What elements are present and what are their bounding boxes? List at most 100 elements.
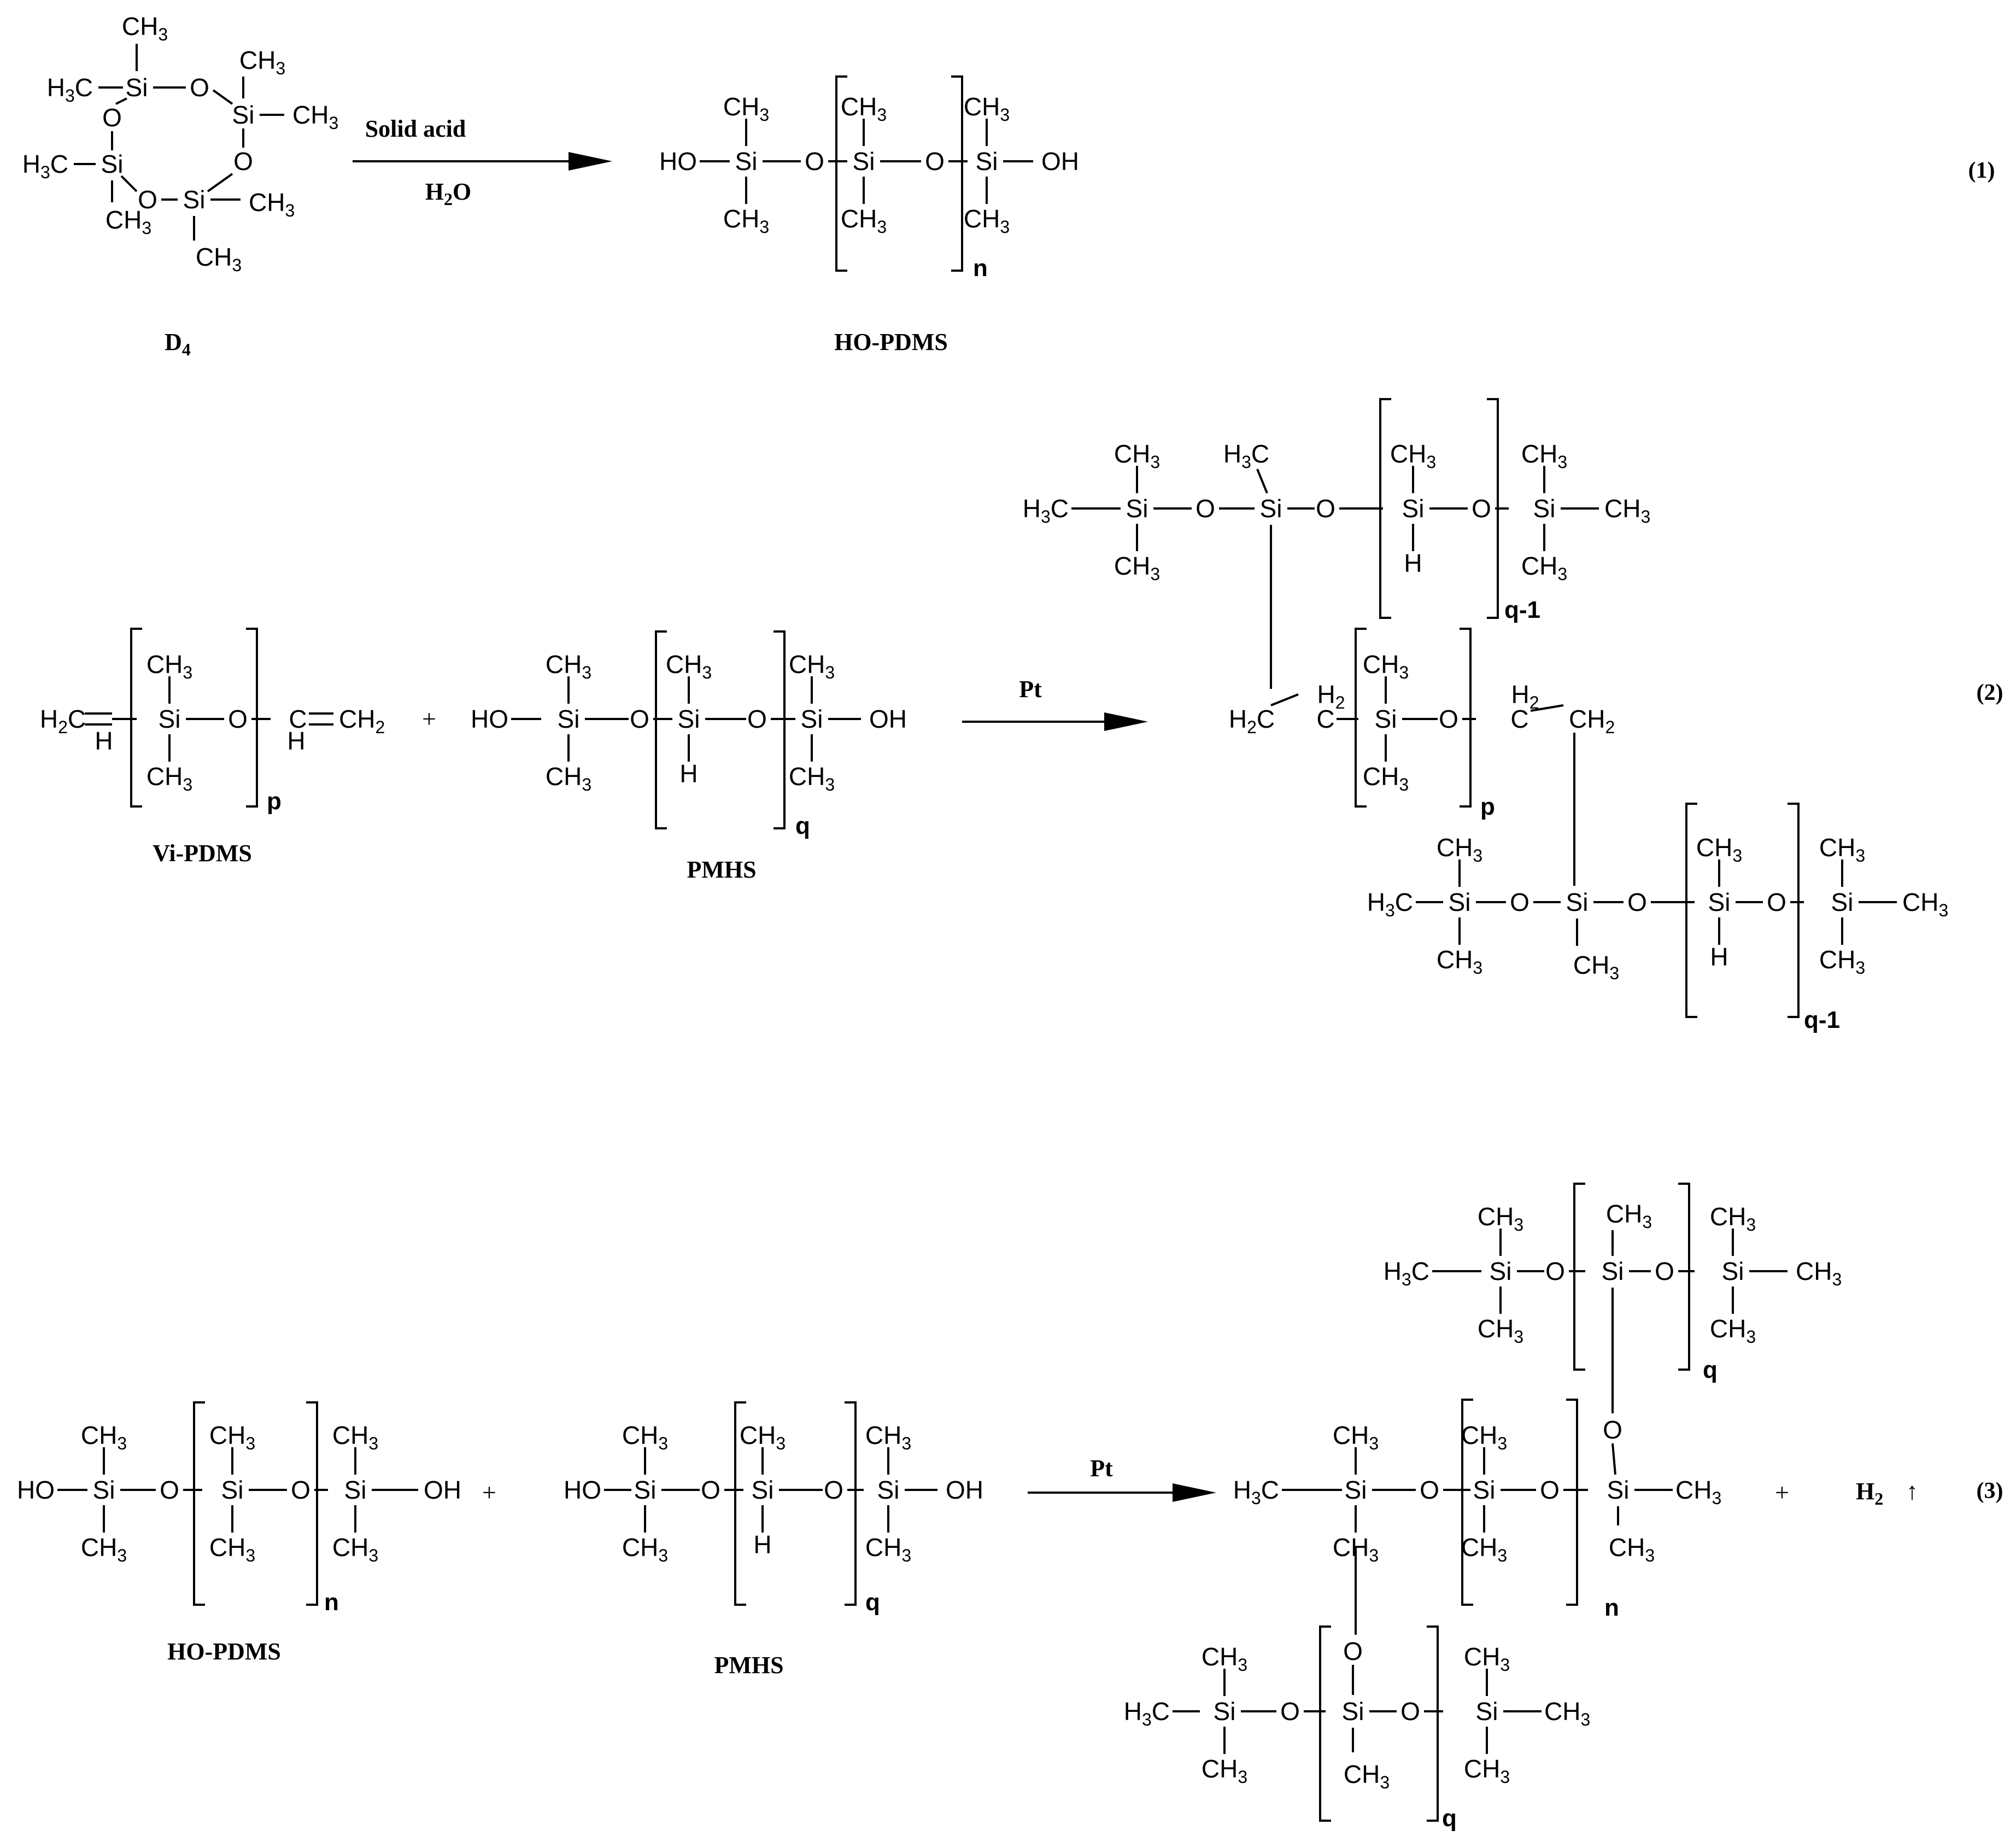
reaction-number-3: (3)	[1977, 1478, 2003, 1504]
hydroxyl-group: HO	[564, 1476, 601, 1504]
methyl-group: CH3	[122, 12, 168, 44]
methyl-group: CH3	[789, 762, 835, 794]
methyl-group: CH3	[622, 1533, 668, 1565]
methyl-group: CH3	[1521, 552, 1567, 584]
silicon-atom: Si	[1260, 494, 1282, 523]
methyl-group: CH3	[841, 92, 887, 125]
silicon-atom: Si	[558, 705, 580, 733]
methyl-group: CH3	[841, 204, 887, 237]
methyl-group: CH3	[789, 650, 835, 682]
silicon-atom: Si	[1449, 888, 1471, 916]
repeat-bracket-right	[1460, 628, 1472, 808]
oxygen-atom: O	[1603, 1416, 1622, 1444]
h2o-h: H	[425, 178, 444, 205]
vinyl-group: CH2	[339, 705, 385, 737]
repeat-bracket-right	[1788, 803, 1800, 1018]
condition-below-1: H2O	[425, 178, 471, 209]
carbon-atom: C	[1510, 705, 1528, 733]
repeat-bracket-right	[246, 628, 258, 808]
repeat-index-p-2: p	[1480, 793, 1495, 820]
oxygen-atom: O	[925, 147, 945, 176]
methyl-group: CH3	[1796, 1257, 1842, 1289]
methyl-group: CH3	[865, 1533, 911, 1565]
silicon-atom: Si	[1214, 1697, 1236, 1726]
plus-sign-3b: +	[1775, 1478, 1789, 1506]
methyl-group: CH3	[1819, 833, 1865, 866]
repeat-bracket-left	[1461, 1399, 1473, 1606]
silicon-atom: Si	[1722, 1257, 1744, 1285]
repeat-bracket-left	[835, 75, 847, 272]
methylene-h2: H2	[1317, 680, 1345, 712]
oxygen-atom: O	[160, 1476, 179, 1504]
silicon-atom: Si	[1473, 1476, 1496, 1504]
methyl-group: CH3	[740, 1421, 786, 1453]
oxygen-atom: O	[1439, 705, 1458, 733]
methyl-group: CH3	[1478, 1314, 1523, 1347]
repeat-bracket-left	[1573, 1183, 1585, 1371]
silicon-atom: Si	[752, 1476, 774, 1504]
methyl-group: CH3	[196, 243, 242, 275]
oxygen-atom: O	[1420, 1476, 1439, 1504]
methyl-group: CH3	[723, 204, 769, 237]
oxygen-atom: O	[1280, 1697, 1300, 1726]
repeat-bracket-right	[845, 1401, 857, 1606]
repeat-bracket-left	[1355, 628, 1367, 808]
silicon-atom: Si	[877, 1476, 900, 1504]
oxygen-atom: O	[233, 147, 253, 176]
oxygen-atom: O	[138, 185, 157, 214]
repeat-index-q-minus-1-b: q-1	[1804, 1007, 1840, 1033]
condition-above-2: Pt	[1019, 676, 1042, 703]
methyl-group: H3C	[47, 73, 93, 106]
methyl-group: CH3	[1344, 1760, 1390, 1792]
repeat-bracket-right	[773, 630, 786, 829]
methyl-group: CH3	[146, 650, 192, 682]
reaction-arrow-head	[1104, 712, 1148, 731]
oxygen-atom: O	[824, 1476, 843, 1504]
hydroxyl-group: OH	[869, 705, 907, 733]
hydroxyl-group: HO	[659, 147, 697, 176]
hydrogen-atom: H	[753, 1530, 771, 1559]
reactant-label-d4: D4	[165, 329, 191, 359]
repeat-bracket-left	[1319, 1625, 1331, 1822]
silicon-atom: Si	[735, 147, 758, 176]
oxygen-atom: O	[1343, 1637, 1363, 1665]
silicon-atom: Si	[678, 705, 700, 733]
methyl-group: CH3	[1390, 440, 1436, 472]
methyl-group: H3C	[1367, 888, 1413, 920]
silicon-atom: Si	[221, 1476, 244, 1504]
repeat-brackets	[130, 75, 1800, 1822]
methyl-group: CH3	[546, 762, 591, 794]
methyl-group: CH3	[1333, 1421, 1379, 1453]
hydrogen-atom: H	[287, 727, 305, 755]
hydrogen-atom: H	[95, 727, 113, 755]
silicon-atom: Si	[976, 147, 998, 176]
silicon-atom: Si	[1402, 494, 1425, 523]
methyl-group: CH3	[81, 1533, 127, 1565]
silicon-atom: Si	[1490, 1257, 1512, 1285]
methyl-group: CH3	[1573, 951, 1619, 983]
repeat-bracket-right	[1427, 1625, 1439, 1822]
methyl-group: CH3	[1464, 1755, 1510, 1787]
silicon-atom: Si	[232, 101, 255, 129]
silicon-atom: Si	[101, 150, 124, 178]
methyl-group: CH3	[1710, 1314, 1756, 1347]
hydroxyl-group: OH	[1041, 147, 1079, 176]
carbon-atom: C	[289, 705, 307, 733]
methyl-group: CH3	[209, 1421, 255, 1453]
plus-sign-3a: +	[482, 1478, 496, 1506]
hydrogen-atom: H	[1710, 943, 1728, 971]
silicon-atom: Si	[1602, 1257, 1624, 1285]
bond	[1256, 469, 1268, 494]
plus-sign-2: +	[422, 705, 436, 733]
condition-above-1: Solid acid	[365, 115, 466, 142]
bond	[1270, 693, 1299, 706]
oxygen-atom: O	[805, 147, 824, 176]
silicon-atom: Si	[634, 1476, 657, 1504]
silicon-atom: Si	[183, 185, 206, 214]
silicon-atom: Si	[1708, 888, 1731, 916]
methyl-group: CH3	[964, 92, 1010, 125]
methyl-group: CH3	[106, 206, 151, 238]
silicon-atom: Si	[1126, 494, 1148, 523]
silicon-atom: Si	[159, 705, 181, 733]
methyl-group: CH3	[1461, 1421, 1507, 1453]
